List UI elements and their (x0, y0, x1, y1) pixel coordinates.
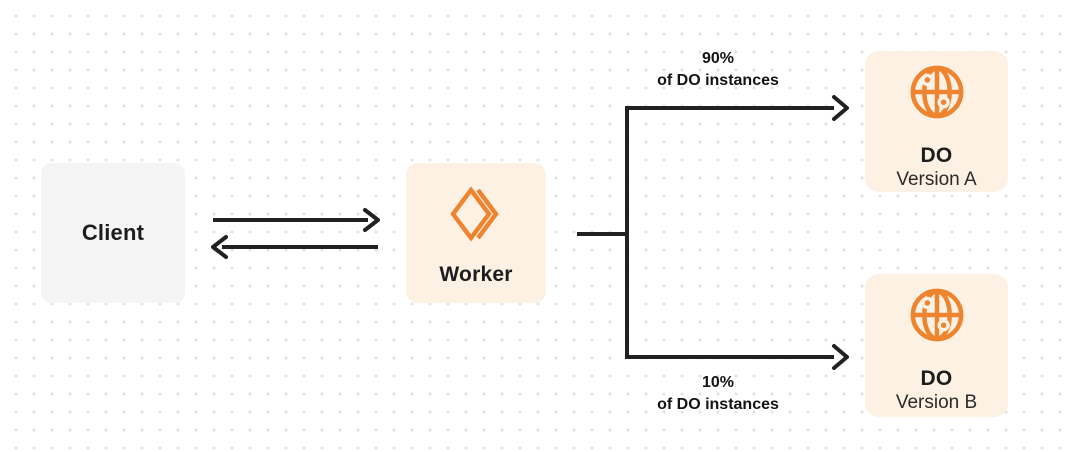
durable-object-globe-icon (910, 288, 963, 342)
client-node: Client (41, 163, 185, 303)
branch-a-description: of DO instances (657, 72, 779, 89)
branch-split-line (625, 106, 834, 359)
do-a-subtitle: Version A (896, 169, 977, 190)
branch-b-arrowhead (832, 344, 849, 370)
client-label: Client (81, 220, 145, 245)
branch-a-label: 90% of DO instances (593, 48, 843, 92)
do-b-title: DO (920, 367, 953, 390)
branch-a-arrowhead (832, 95, 849, 121)
branch-connector (577, 95, 849, 370)
do-a-title: DO (920, 144, 953, 167)
workers-icon (450, 186, 499, 242)
branch-a-percent: 90% (701, 50, 735, 67)
branch-b-description: of DO instances (657, 396, 779, 413)
client-to-worker-arrowhead (363, 208, 380, 232)
do-version-a-node: DO Version A (865, 51, 1008, 192)
worker-to-client-arrowhead (211, 235, 228, 259)
client-worker-arrows (211, 208, 380, 259)
do-version-b-node: DO Version B (865, 274, 1008, 417)
do-b-subtitle: Version B (895, 392, 978, 413)
worker-label: Worker (439, 263, 513, 286)
branch-b-percent: 10% (701, 374, 735, 391)
branch-b-label: 10% of DO instances (593, 372, 843, 416)
worker-node: Worker (406, 163, 546, 303)
durable-object-globe-icon (910, 65, 963, 119)
